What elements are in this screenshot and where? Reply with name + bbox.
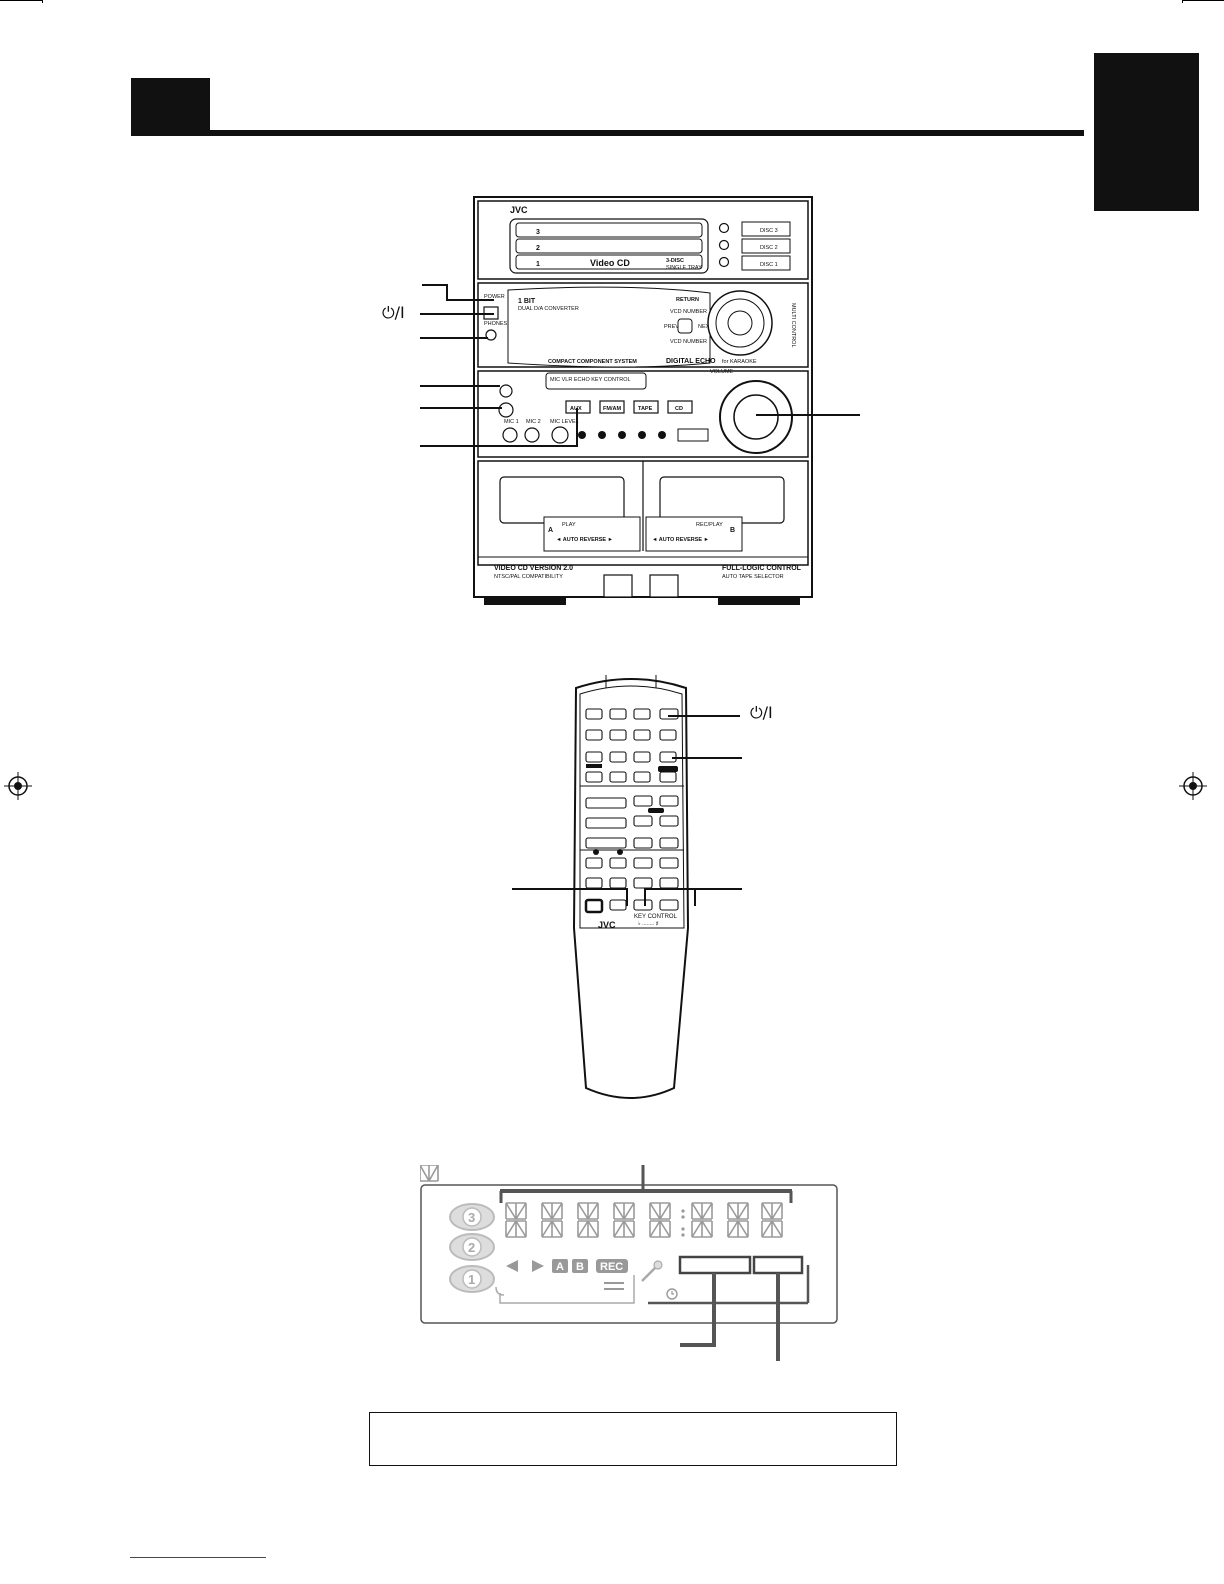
volume-label: VOLUME [710, 369, 734, 375]
ntsc-pal-label: NTSC/PAL COMPATIBILITY [494, 574, 563, 580]
callout-line [644, 888, 742, 890]
return-label: RETURN [676, 297, 699, 303]
deck-b-auto-reverse: ◄ AUTO REVERSE ► [652, 537, 709, 543]
phones-label: PHONES [484, 321, 508, 327]
footer-underline [130, 1557, 266, 1558]
stereo-brand-logo: JVC [510, 205, 528, 215]
deck-b-letter: B [730, 527, 735, 534]
note-box [369, 1412, 897, 1466]
callout-line [446, 284, 448, 300]
callout-line [776, 1273, 780, 1361]
multi-control-label: MULTI CONTROL [790, 303, 796, 348]
mic-level-label: MIC LEVEL [550, 419, 579, 425]
remote-key-scale-label: ♭ ........ ♯ [638, 920, 659, 927]
deck-a-auto-reverse: ◄ AUTO REVERSE ► [556, 537, 613, 543]
callout-line [644, 888, 646, 906]
mic1-label: MIC 1 [504, 419, 519, 425]
crop-mark [0, 0, 43, 1]
aux-button: AUX [570, 406, 582, 412]
disc-button-3: DISC 3 [760, 228, 778, 234]
callout-line [420, 385, 500, 387]
language-tab [1094, 53, 1199, 211]
callout-line [668, 715, 740, 717]
registration-mark-left [4, 772, 32, 800]
standby-on-symbol: ⏻/I [382, 303, 405, 322]
remote-key-control-label: KEY CONTROL [634, 914, 678, 920]
remote-control-illustration: KEY CONTROL ♭ ........ ♯ JVC [572, 675, 690, 1099]
crop-mark [1182, 0, 1224, 1]
crop-mark [1182, 0, 1183, 3]
crop-mark [42, 0, 43, 3]
callout-line [626, 888, 628, 906]
tray-number-2: 2 [536, 245, 540, 252]
auto-tape-label: AUTO TAPE SELECTOR [722, 574, 784, 580]
stereo-unit-illustration: JVC 3 2 1 Video CD 3-DISC SINGLE TRAY DI… [473, 196, 813, 605]
display-deck-b: B [576, 1261, 584, 1273]
callout-line [680, 1343, 716, 1347]
compact-system-label: COMPACT COMPONENT SYSTEM [548, 359, 637, 365]
deck-b-rec-label: REC/PLAY [696, 522, 723, 528]
display-disc-1: 1 [468, 1272, 475, 1287]
callout-line [422, 284, 447, 286]
remote-brand-logo: JVC [598, 920, 616, 930]
karaoke-strip-label: MIC VLR ECHO KEY CONTROL [550, 377, 631, 383]
header-rule [131, 130, 1084, 136]
disc-button-1: DISC 1 [760, 262, 778, 268]
deck-a-play-label: PLAY [562, 522, 576, 528]
for-karaoke-label: for KARAOKE [722, 359, 757, 365]
callout-line [446, 299, 494, 301]
display-disc-2: 2 [468, 1240, 475, 1255]
disc-tray-type-label: SINGLE TRAY [666, 265, 702, 271]
next-label: NEXT [698, 324, 713, 330]
callout-line [694, 888, 696, 906]
callout-line [420, 407, 502, 409]
mic2-label: MIC 2 [526, 419, 541, 425]
vcd-number-plus-label: VCD NUMBER [670, 309, 707, 315]
callout-line [420, 313, 494, 315]
callout-line [672, 757, 742, 759]
registration-mark-right [1179, 772, 1207, 800]
remote-standby-symbol: ⏻/I [750, 703, 773, 722]
display-deck-a: A [556, 1261, 564, 1273]
disc-button-2: DISC 2 [760, 245, 778, 251]
video-cd-logo: Video CD [590, 258, 630, 268]
prev-label: PREV [664, 324, 679, 330]
vcd-number-minus-label: VCD NUMBER [670, 339, 707, 345]
full-logic-label: FULL-LOGIC CONTROL [722, 565, 802, 572]
one-bit-subtitle: DUAL D/A CONVERTER [518, 306, 579, 312]
display-disc-3: 3 [468, 1210, 475, 1225]
section-number-box [131, 78, 210, 136]
callout-line [576, 408, 578, 447]
cd-button: CD [675, 406, 683, 412]
tray-number-1: 1 [536, 261, 540, 268]
callout-line [420, 337, 488, 339]
tray-number-3: 3 [536, 229, 540, 236]
display-panel-illustration: 3 2 1 A B REC [420, 1165, 838, 1324]
deck-a-letter: A [548, 527, 553, 534]
callout-line [756, 414, 860, 416]
callout-line [712, 1273, 716, 1347]
power-label: POWER [484, 294, 505, 300]
fm-am-button: FM/AM [603, 406, 621, 412]
callout-line [420, 445, 578, 447]
tape-button: TAPE [638, 406, 653, 412]
disc-system-label: 3-DISC [666, 258, 684, 264]
callout-line [512, 888, 628, 890]
display-rec: REC [600, 1261, 623, 1273]
video-cd-version: VIDEO CD VERSION 2.0 [494, 565, 573, 572]
digital-echo-label: DIGITAL ECHO [666, 358, 716, 365]
one-bit-title: 1 BIT [518, 298, 536, 305]
